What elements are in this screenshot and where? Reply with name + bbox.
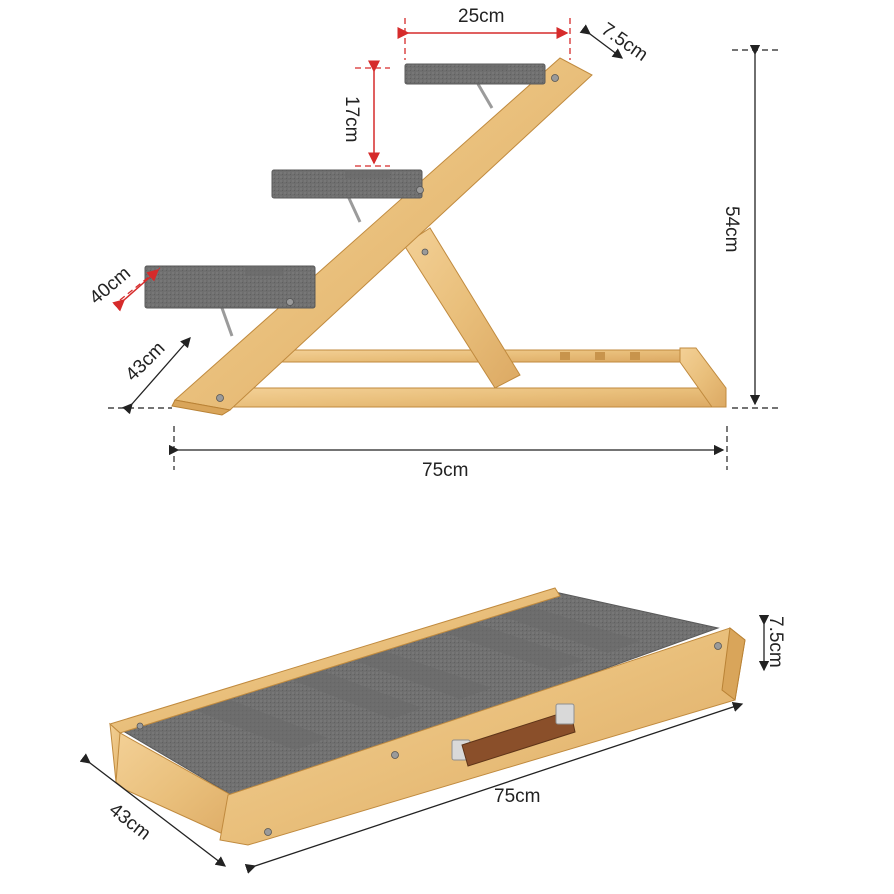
screw	[416, 186, 424, 194]
dim-step-depth: 7.5cm	[579, 19, 652, 66]
screw	[264, 828, 272, 836]
step-bracket-bottom	[220, 307, 234, 337]
label-ramp-thickness: 7.5cm	[765, 616, 786, 668]
label-step-width: 25cm	[458, 6, 504, 27]
label-carpet-length: 40cm	[86, 263, 135, 309]
base-frame-right-end	[679, 347, 727, 408]
label-total-height: 54cm	[721, 206, 742, 252]
screw	[136, 722, 144, 730]
dim-ramp-length: 75cm	[244, 701, 744, 874]
dim-ramp-thickness: 7.5cm	[758, 614, 786, 672]
label-step-depth: 7.5cm	[597, 19, 651, 66]
screw	[391, 751, 399, 759]
label-step-spacing: 17cm	[341, 96, 362, 142]
step-top	[404, 63, 546, 85]
step-bracket-middle	[346, 195, 362, 223]
adjustment-slots	[560, 352, 640, 360]
base-frame-front-rail	[224, 387, 726, 408]
stairs-illustration	[144, 57, 727, 416]
step-middle	[271, 169, 423, 199]
dim-total-height: 54cm	[721, 44, 778, 409]
dim-total-length: 75cm	[168, 426, 728, 481]
ramp-illustration	[109, 587, 746, 846]
dim-step-width: 25cm	[397, 6, 571, 60]
screw	[421, 248, 429, 256]
screw	[216, 394, 224, 402]
ramp-front-rail-edge	[721, 627, 746, 701]
dim-step-spacing: 17cm	[341, 60, 390, 167]
label-total-length: 75cm	[422, 460, 468, 481]
screw	[714, 642, 722, 650]
screw	[286, 298, 294, 306]
step-bracket-top	[476, 83, 494, 109]
support-leg	[403, 227, 521, 389]
label-base-width: 43cm	[122, 338, 170, 386]
screw	[551, 74, 559, 82]
label-ramp-length: 75cm	[494, 786, 540, 807]
